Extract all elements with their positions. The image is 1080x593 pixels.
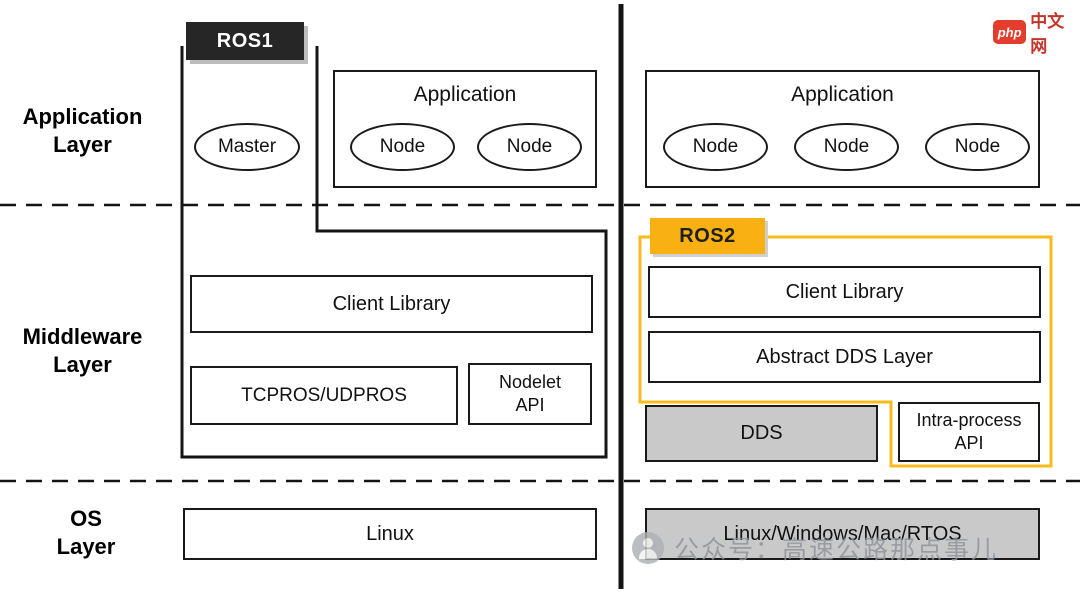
middleware-layer-line2: Layer <box>53 352 112 377</box>
application-layer-line2: Layer <box>53 132 112 157</box>
application-layer-line1: Application <box>22 104 143 129</box>
ros1-nodelet-api-box: Nodelet API <box>468 363 592 425</box>
os-layer-line2: Layer <box>56 534 116 559</box>
os-layer-label: OS Layer <box>0 505 172 561</box>
ros1-os-linux-box: Linux <box>183 508 597 560</box>
ros2-badge: ROS2 <box>650 218 765 254</box>
php-logo-icon: php <box>993 20 1027 44</box>
ros1-node-ellipse-2: Node <box>477 123 582 171</box>
ros1-badge: ROS1 <box>186 22 304 60</box>
intra-process-api-line2: API <box>954 433 984 453</box>
nodelet-api-line1: Nodelet <box>498 372 562 392</box>
middleware-layer-line1: Middleware <box>22 324 143 349</box>
ros2-application-title: Application <box>791 83 894 106</box>
ros2-node-ellipse-1: Node <box>663 123 768 171</box>
ros2-abstract-dds-layer-box: Abstract DDS Layer <box>648 331 1041 383</box>
ros2-boundary-outline <box>638 235 1053 468</box>
ros1-node-ellipse-1: Node <box>350 123 455 171</box>
os-layer-line1: OS <box>70 506 102 531</box>
application-layer-label: Application Layer <box>0 103 165 159</box>
ros1-client-library-box: Client Library <box>190 275 593 333</box>
php-cn-logo: php 中文网 <box>993 7 1080 57</box>
ros1-application-title: Application <box>413 83 517 106</box>
ros2-node-ellipse-3: Node <box>925 123 1030 171</box>
ros2-dds-box: DDS <box>645 405 878 462</box>
ros2-client-library-box: Client Library <box>648 266 1041 318</box>
watermark-logo-icon <box>632 532 664 564</box>
watermark: 公众号：高速公路那点事儿 <box>632 530 998 566</box>
ros1-master-ellipse: Master <box>194 123 300 171</box>
ros2-node-ellipse-2: Node <box>794 123 899 171</box>
watermark-text: 公众号：高速公路那点事儿 <box>674 536 999 564</box>
ros1-tcpros-udpros-box: TCPROS/UDPROS <box>190 366 458 425</box>
nodelet-api-line2: API <box>515 395 545 415</box>
ros1-boundary-outline <box>180 46 608 459</box>
ros2-intra-process-api-box: Intra-process API <box>898 402 1040 462</box>
ros2-os-multi-platform-box: Linux/Windows/Mac/RTOS <box>645 508 1040 560</box>
middleware-layer-label: Middleware Layer <box>0 323 165 379</box>
intra-process-api-line1: Intra-process <box>916 410 1022 430</box>
php-logo-text: 中文网 <box>1030 12 1065 56</box>
